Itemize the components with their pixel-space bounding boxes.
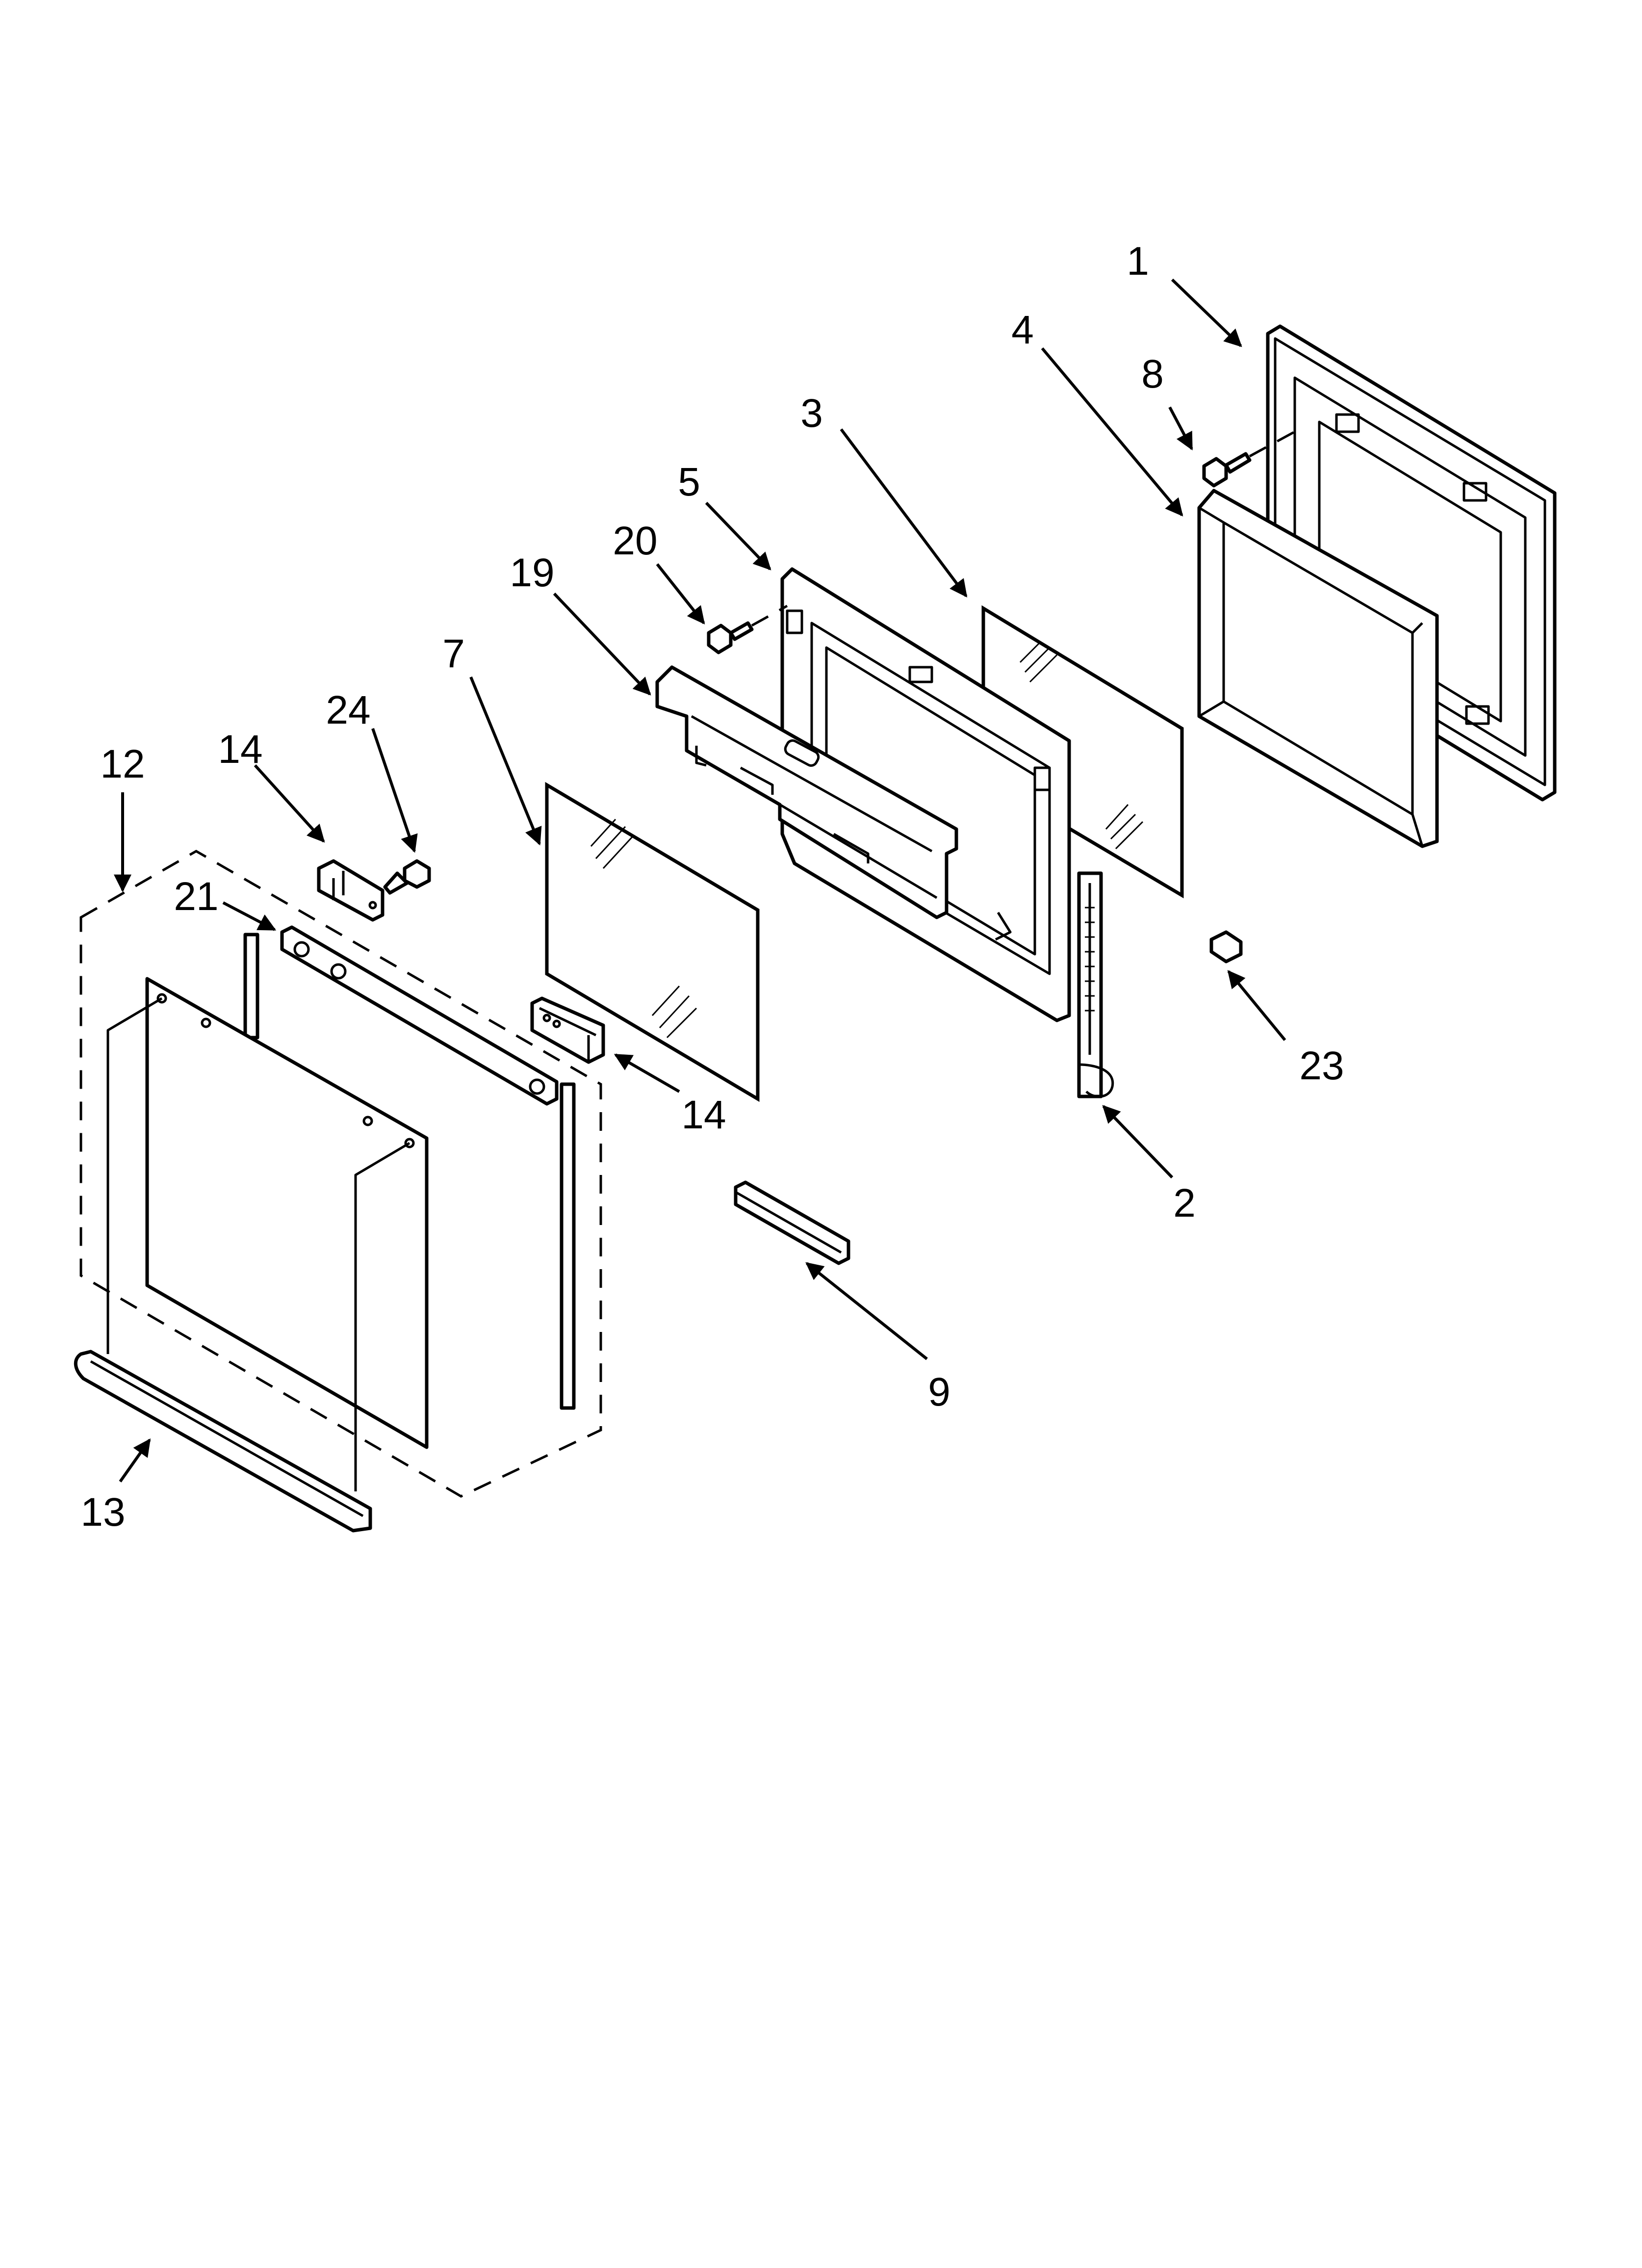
callout-19: 19 [510, 550, 554, 595]
callout-24: 24 [326, 688, 370, 732]
part-2-hinge [1077, 871, 1114, 1098]
part-14-hinge-receptacle-upper [317, 859, 385, 922]
part-21-hinge-support-strip [243, 925, 576, 1410]
callout-13: 13 [80, 1490, 125, 1535]
callout-3: 3 [800, 391, 823, 436]
callout-9: 9 [928, 1370, 950, 1414]
part-8-screw [1202, 430, 1296, 488]
callout-14a: 14 [218, 727, 262, 772]
callout-2: 2 [1173, 1181, 1196, 1225]
part-13-door-handle-trim [74, 1350, 372, 1533]
part-20-screw [707, 604, 788, 654]
part-4-door-trim-frame [1197, 489, 1439, 848]
part-24-screw [383, 859, 431, 895]
part-19-deflector-shield [655, 665, 958, 919]
callout-12: 12 [100, 742, 145, 786]
part-outer-door-panel [106, 977, 429, 1491]
callout-labels: 1 4 8 3 5 20 19 7 12 14 24 21 14 2 23 9 … [80, 239, 1344, 1535]
callout-4: 4 [1011, 308, 1034, 352]
part-7-outer-glass [545, 782, 760, 1102]
part-14-hinge-receptacle-lower [530, 996, 605, 1064]
callout-20: 20 [613, 519, 657, 563]
callout-5: 5 [678, 460, 700, 504]
callout-14b: 14 [681, 1093, 726, 1137]
part-12-outer-door-assembly [79, 850, 602, 1498]
callout-1: 1 [1127, 239, 1149, 284]
callout-7: 7 [442, 631, 465, 676]
part-23-clip [1209, 930, 1243, 964]
callout-21: 21 [174, 874, 218, 919]
callout-8: 8 [1141, 352, 1164, 396]
part-9-vent-trim [734, 1180, 850, 1265]
part-1-outer-door-frame [1266, 324, 1557, 802]
leader-lines [114, 278, 1286, 1483]
callout-23: 23 [1299, 1043, 1344, 1088]
